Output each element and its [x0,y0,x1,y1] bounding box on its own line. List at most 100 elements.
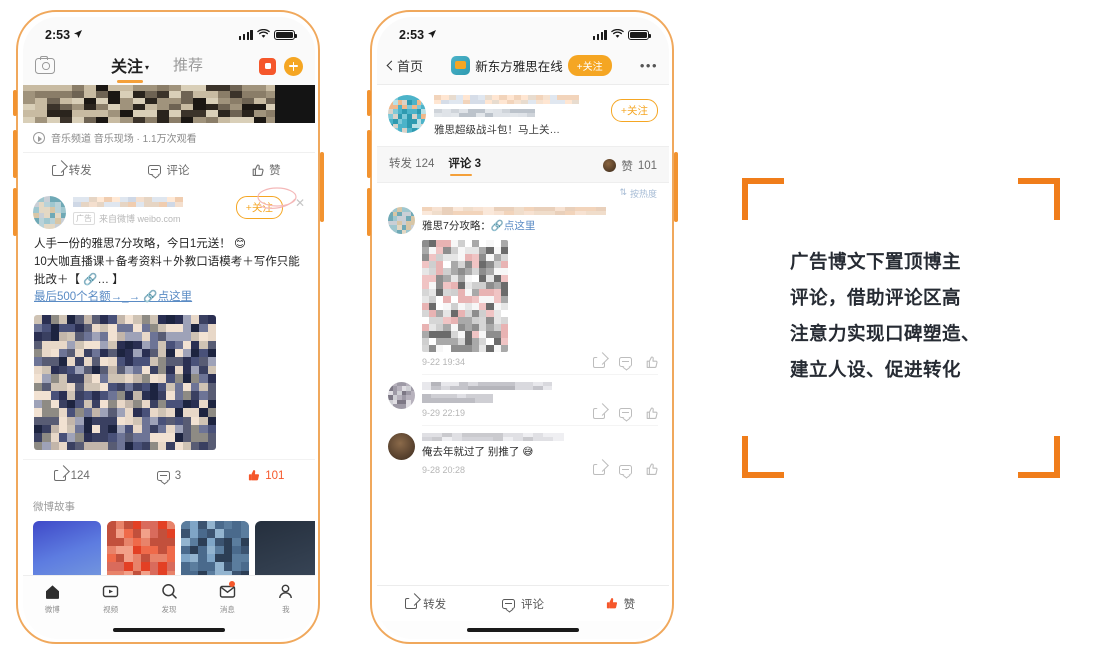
back-button[interactable]: 首页 [386,56,423,75]
wifi-icon [257,28,270,42]
stories-row[interactable] [33,521,315,575]
volume-up-button[interactable] [366,130,371,178]
avatar[interactable] [388,381,415,409]
nav-discover-label: 发现 [161,605,177,614]
close-icon[interactable]: ✕ [294,196,305,210]
comment-icon[interactable] [619,357,632,368]
power-button[interactable] [673,152,678,222]
nav-profile[interactable]: 我 [257,582,315,615]
ad-like-count: 101 [265,469,285,482]
tab-repost[interactable]: 转发 124 [389,155,434,176]
avatar[interactable] [388,95,426,133]
phone2-screen: 2:53 首页 [377,17,669,639]
like-icon [252,164,264,177]
feed-tabs: 关注▾ 推荐 [63,53,251,80]
volume-down-button[interactable] [12,188,17,236]
share-icon[interactable] [593,407,605,419]
live-square-icon[interactable] [259,57,276,75]
like-icon[interactable] [646,463,658,476]
bottom-like[interactable]: 赞 [572,596,669,612]
comment-time: 9-29 22:19 [422,408,466,419]
nav-video-label: 视频 [103,605,119,614]
action-comment[interactable]: 评论 [120,162,217,178]
annotation-line-1: 广告博文下置顶博主 [790,251,962,272]
post-stats-tabs: 转发 124 评论 3 赞 101 [377,146,669,183]
like-icon[interactable] [646,356,658,369]
power-button[interactable] [319,152,324,222]
phone1-screen: 2:53 关注▾ [23,17,315,639]
nav-messages-label: 消息 [219,605,235,614]
account-name: 新东方雅思在线 [475,60,563,74]
volume-down-button[interactable] [366,188,371,236]
comment-text: 雅思7分攻略：🔗点这里 [422,219,658,234]
ad-comment-count: 3 [174,469,182,482]
nav-messages[interactable]: 消息 [198,581,256,615]
phone-mockup-detail: 2:53 首页 [366,10,678,644]
ad-action-like[interactable]: 101 [218,469,315,482]
tab-recommend[interactable]: 推荐 [173,57,204,74]
volume-up-button[interactable] [12,130,17,178]
comment-icon[interactable] [619,464,632,475]
commenter-name-redacted [422,381,552,390]
camera-icon[interactable] [35,55,55,74]
comment-item: 雅思7分攻略：🔗点这里 9-22 19:34 [377,200,669,375]
nav-weibo[interactable]: 微博 [23,582,81,615]
location-arrow-icon [427,28,437,42]
nav-video[interactable]: 视频 [81,582,139,615]
comment-icon[interactable] [619,408,632,419]
action-repost[interactable]: 转发 [23,162,120,178]
ad-post-image[interactable] [34,315,216,451]
ad-source-line: 广告 来自微博 weibo.com [73,212,229,225]
bracket-bottom-left [742,436,784,478]
share-icon[interactable] [593,464,605,476]
commenter-name-redacted [422,207,607,215]
follow-button[interactable]: +关注 [235,196,283,219]
comment-list[interactable]: 雅思7分攻略：🔗点这里 9-22 19:34 [377,200,669,585]
story-card[interactable] [107,521,175,575]
plus-circle-icon[interactable] [284,56,303,76]
tab-comment[interactable]: 评论 3 [448,155,481,176]
follow-button[interactable]: +关注 [567,55,612,76]
video-meta: 音乐频道 音乐现场 · 1.1万次观看 [23,123,315,153]
comment-item: 9-29 22:19 [377,375,669,426]
comment-image[interactable] [422,239,508,352]
avatar[interactable] [388,432,415,460]
signal-bars-icon [238,30,253,40]
phone-mockup-feed: 2:53 关注▾ [12,10,324,644]
video-thumbnail[interactable] [23,85,315,123]
share-icon[interactable] [593,356,605,368]
mute-switch[interactable] [12,90,17,116]
annotation-line-2: 评论，借助评论区高 [790,287,962,309]
status-left: 2:53 [45,28,83,42]
bottom-comment[interactable]: 评论 [474,596,571,612]
bottom-comment-label: 评论 [520,598,544,611]
post-author-block: 雅思超级战斗包！马上关… [434,95,603,137]
avatar[interactable] [33,196,66,229]
ad-action-comment[interactable]: 3 [120,470,217,482]
nav-profile-label: 我 [282,605,290,614]
top-bar-actions [259,56,303,76]
ad-action-repost[interactable]: 124 [23,470,120,482]
status-right [238,28,298,42]
like-summary[interactable]: 赞 101 [603,158,657,174]
unread-badge [228,581,235,587]
story-card[interactable] [255,521,315,575]
more-dots-icon[interactable]: ••• [639,58,658,73]
bottom-repost[interactable]: 转发 [377,596,474,612]
tab-following[interactable]: 关注▾ [111,53,149,80]
search-icon [160,582,179,601]
like-icon[interactable] [646,407,658,420]
comment-actions [593,463,658,476]
follow-button-post[interactable]: +关注 [610,99,658,122]
action-like[interactable]: 赞 [218,162,315,178]
story-card[interactable] [33,521,101,575]
feed-list[interactable]: 音乐频道 音乐现场 · 1.1万次观看 转发 评论 [23,85,315,575]
comment-sort[interactable]: ⇅ 按热度 [377,183,669,200]
story-card[interactable] [181,521,249,575]
avatar[interactable] [388,207,415,234]
mute-switch[interactable] [366,90,371,116]
nav-discover[interactable]: 发现 [140,582,198,615]
comment-link[interactable]: 🔗点这里 [490,220,536,232]
avatar[interactable] [451,56,471,75]
